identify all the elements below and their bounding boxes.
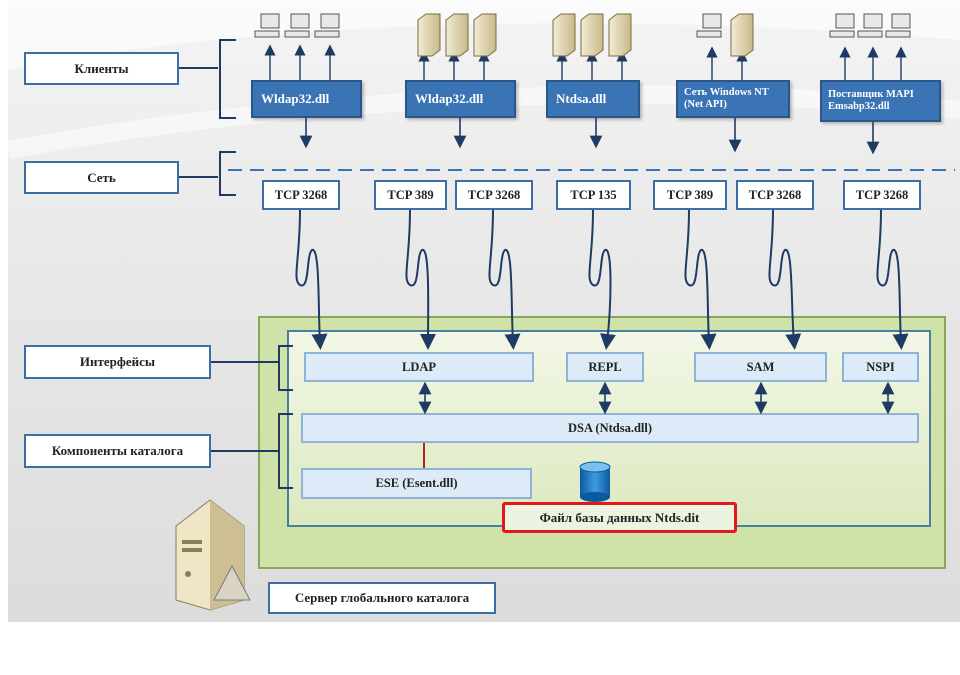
client-dll-box: Wldap32.dll xyxy=(251,80,362,118)
interface-dsa-arrows xyxy=(418,381,895,415)
interface-repl: REPL xyxy=(566,352,644,382)
client-dll-box: Wldap32.dll xyxy=(405,80,516,118)
client-dll-box: Поставщик MAPI Emsabp32.dll xyxy=(820,80,941,122)
gc-server-label: Сервер глобального каталога xyxy=(268,582,496,614)
catalog-components-label: Компоненты каталога xyxy=(24,434,211,468)
wavy-connectors xyxy=(295,209,909,350)
port-box: TCP 3268 xyxy=(736,180,814,210)
port-box: TCP 3268 xyxy=(262,180,340,210)
client-dll-box: Сеть Windows NT (Net API) xyxy=(676,80,790,118)
database-file-highlight: Файл базы данных Ntds.dit xyxy=(502,502,737,533)
dll-down-arrows xyxy=(299,118,880,155)
interface-sam: SAM xyxy=(694,352,827,382)
interfaces-label: Интерфейсы xyxy=(24,345,211,379)
bracket-connectors xyxy=(179,39,293,489)
clients-label: Клиенты xyxy=(24,52,179,85)
port-box: TCP 389 xyxy=(374,180,447,210)
port-box: TCP 3268 xyxy=(843,180,921,210)
network-label: Сеть xyxy=(24,161,179,194)
client-computer-icons xyxy=(254,13,911,38)
port-box: TCP 3268 xyxy=(455,180,533,210)
client-up-arrows xyxy=(264,44,907,80)
interface-nspi: NSPI xyxy=(842,352,919,382)
server-tower-icons xyxy=(417,13,754,57)
database-icon xyxy=(579,461,611,502)
port-box: TCP 389 xyxy=(653,180,727,210)
ese-component: ESE (Esent.dll) xyxy=(301,468,532,499)
global-catalog-server-icon xyxy=(175,499,251,611)
port-box: TCP 135 xyxy=(556,180,631,210)
client-dll-box: Ntdsa.dll xyxy=(546,80,640,118)
interface-ldap: LDAP xyxy=(304,352,534,382)
